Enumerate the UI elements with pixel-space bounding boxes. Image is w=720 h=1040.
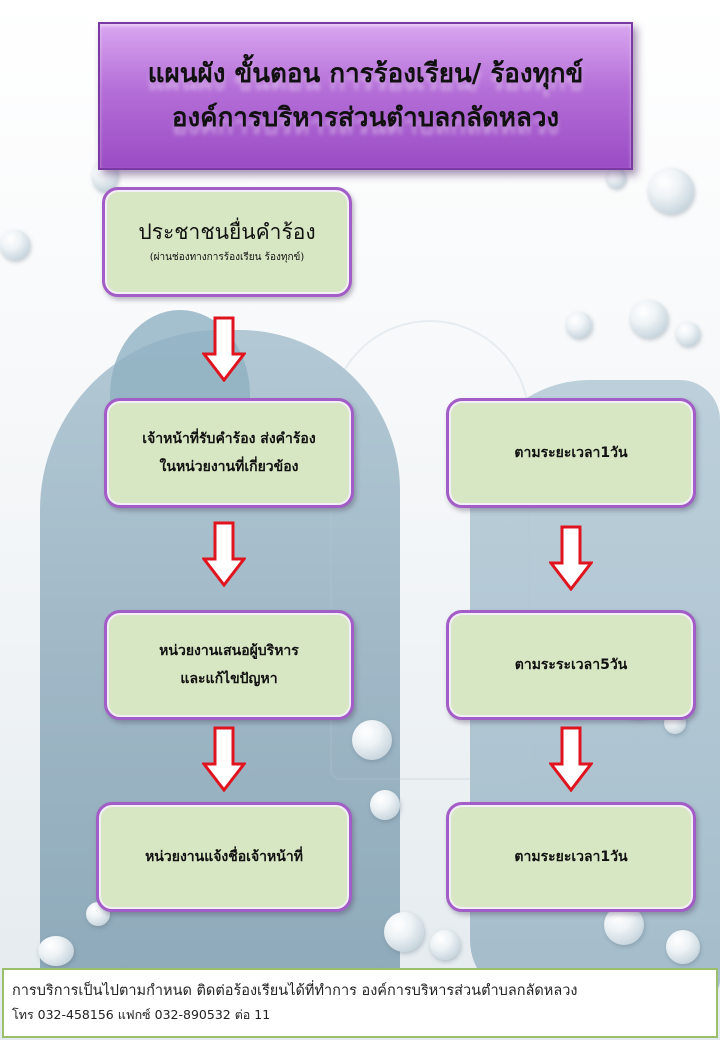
down-arrow-icon [202,726,246,792]
step-officer-receives-request-line2: ในหน่วยงานที่เกี่ยวข้อง [159,459,299,475]
phone-fax-info: โทร 032-458156 แฟกซ์ 032-890532 ต่อ 11 [12,1007,271,1022]
step-citizen-submits-request-label: ประชาชนยื่นคำร้อง [138,220,316,244]
service-contact-note: การบริการเป็นไปตามกำหนด ติดต่อร้องเรียนไ… [12,983,578,999]
step-officer-receives-request-line1: เจ้าหน้าที่รับคำร้อง ส่งคำร้อง [142,431,316,447]
down-arrow-icon [549,726,593,792]
background-scale-of-justice [330,320,530,780]
water-drop-decoration [352,720,392,760]
timeframe-one-day: ตามระยะเวลา1วัน [446,398,696,508]
title-banner: แผนผัง ขั้นตอน การร้องเรียน/ ร้องทุกข์ อ… [98,22,633,170]
water-drop-decoration [0,230,30,260]
water-drop-decoration [370,790,400,820]
step-unit-proposes-to-executive: หน่วยงานเสนอผู้บริหาร และแก้ไขปัญหา [104,610,354,720]
page-title: แผนผัง ขั้นตอน การร้องเรียน/ ร้องทุกข์ [147,59,584,89]
water-drop-decoration [430,930,460,960]
water-drop-decoration [676,322,700,346]
down-arrow-icon [202,316,246,382]
step-unit-notifies-officer-name: หน่วยงานแจ้งชื่อเจ้าหน้าที่ [96,802,352,912]
water-drop-decoration [606,168,626,188]
step-unit-proposes-to-executive-line2: และแก้ไขปัญหา [180,671,278,687]
timeframe-one-day-final-label: ตามระยะเวลา1วัน [514,849,628,865]
step-citizen-submits-request: ประชาชนยื่นคำร้อง (ผ่านช่องทางการร้องเรี… [102,187,352,297]
water-drop-decoration [384,912,424,952]
water-drop-decoration [630,300,668,338]
timeframe-five-days: ตามระระเวลา5วัน [446,610,696,720]
step-citizen-submits-request-note: (ผ่านช่องทางการร้องเรียน ร้องทุกข์) [149,252,305,263]
step-officer-receives-request: เจ้าหน้าที่รับคำร้อง ส่งคำร้อง ในหน่วยงา… [104,398,354,508]
down-arrow-icon [549,525,593,591]
down-arrow-icon [202,521,246,587]
timeframe-one-day-final: ตามระยะเวลา1วัน [446,802,696,912]
water-drop-decoration [666,930,700,964]
timeframe-five-days-label: ตามระระเวลา5วัน [514,657,628,673]
step-unit-notifies-officer-name-label: หน่วยงานแจ้งชื่อเจ้าหน้าที่ [145,849,303,865]
water-drop-decoration [38,936,74,966]
contact-footer: การบริการเป็นไปตามกำหนด ติดต่อร้องเรียนไ… [2,968,718,1038]
water-drop-decoration [566,312,592,338]
step-unit-proposes-to-executive-line1: หน่วยงานเสนอผู้บริหาร [159,643,299,659]
water-drop-decoration [648,168,694,214]
timeframe-one-day-label: ตามระยะเวลา1วัน [514,445,628,461]
organization-name: องค์การบริหารส่วนตำบลกลัดหลวง [171,103,560,133]
